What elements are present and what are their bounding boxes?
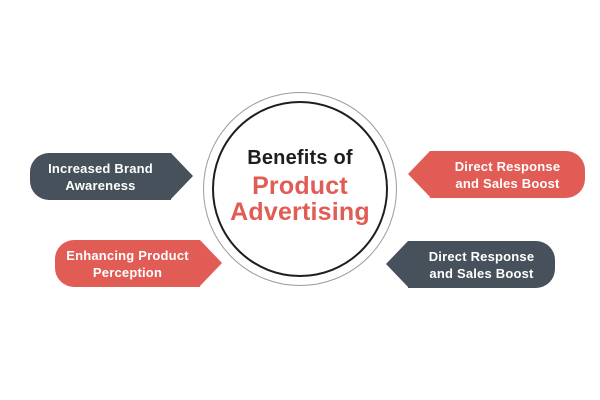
label-text-line1: Enhancing Product [66,247,189,263]
diagram-title: Benefits of Product Advertising [203,89,397,283]
arrow-tip-icon [408,151,430,197]
label-direct-response-sales-boost-top: Direct Response and Sales Boost [408,151,585,198]
label-text-line2: and Sales Boost [455,175,560,191]
center-circle-inner-ring [212,101,388,277]
title-main-line2: Advertising [230,198,370,226]
arrow-tip-icon [171,153,193,199]
label-direct-response-sales-boost-bottom: Direct Response and Sales Boost [386,241,555,288]
label-text-line1: Direct Response [428,248,535,264]
label-text-line1: Direct Response [454,158,561,174]
label-text-line2: Perception [92,264,163,280]
label-increased-brand-awareness: Increased Brand Awareness [30,153,193,200]
title-main-line1: Product [252,172,348,200]
title-prefix: Benefits of [247,147,353,169]
arrow-tip-icon [386,241,408,287]
center-circle-outer-ring [203,92,397,286]
label-text-line1: Increased Brand [48,160,153,176]
label-enhancing-product-perception: Enhancing Product Perception [55,240,222,287]
arrow-tip-icon [200,240,222,286]
label-text-line2: Awareness [65,177,136,193]
label-text-line2: and Sales Boost [429,265,534,281]
